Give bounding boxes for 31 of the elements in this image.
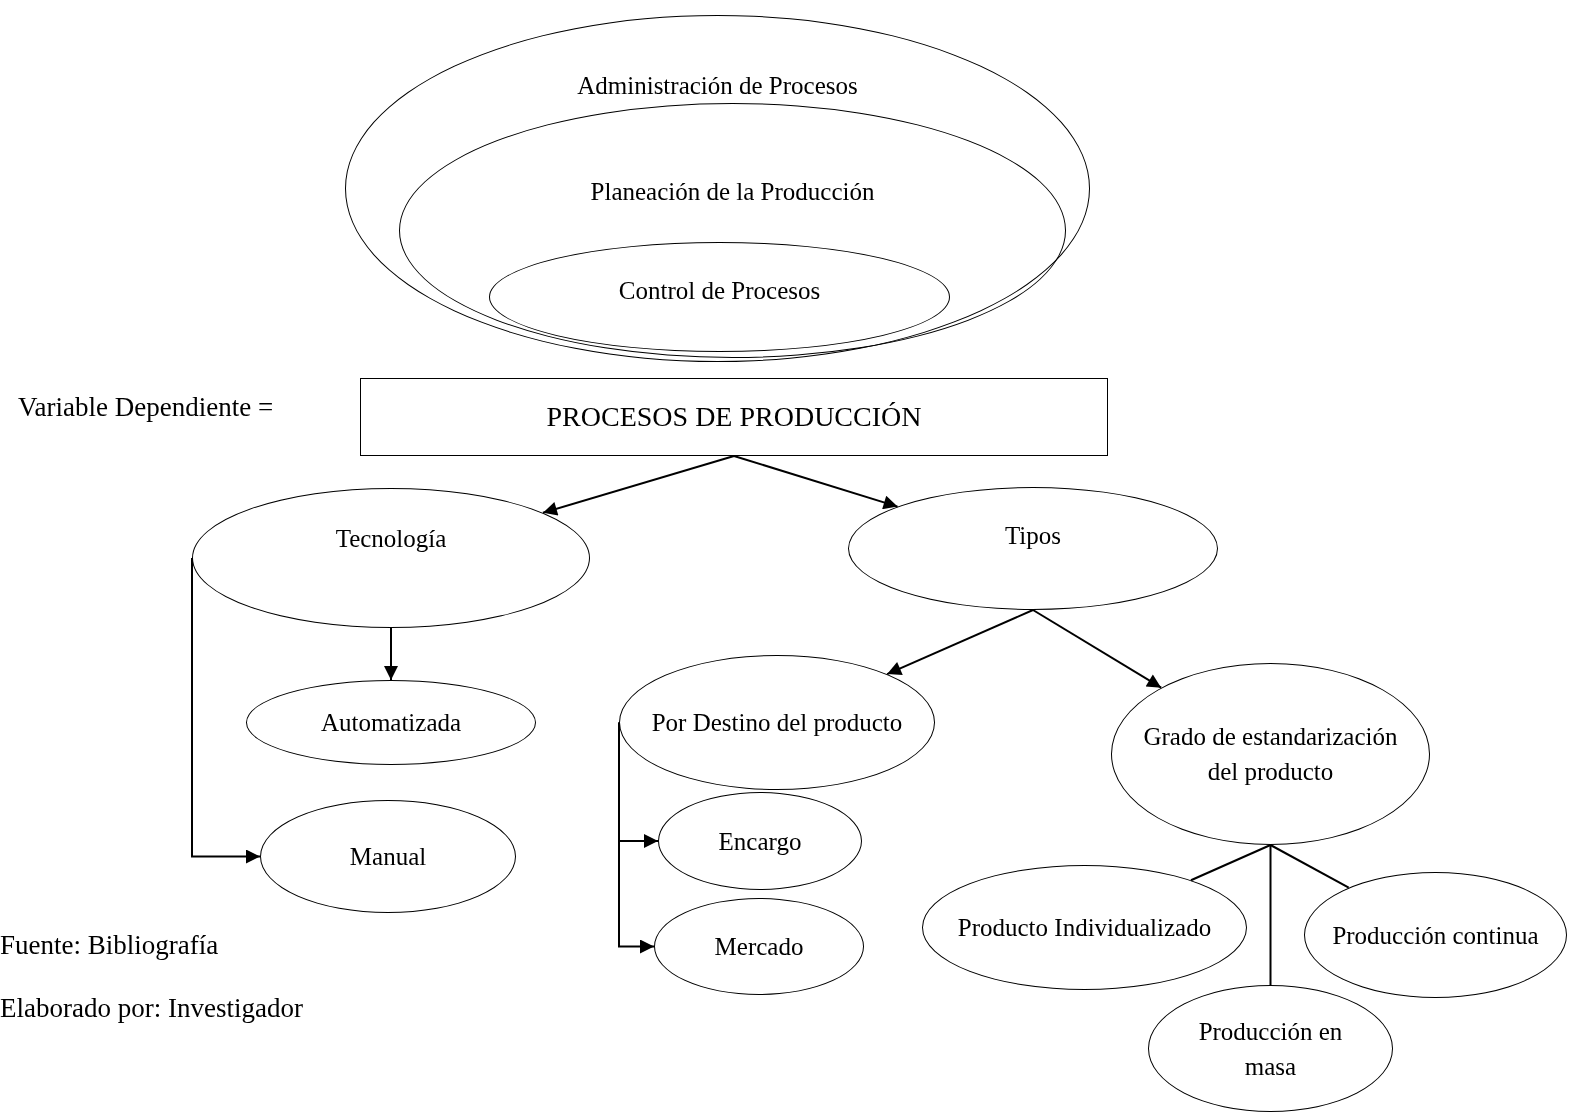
node-text: Encargo <box>718 826 802 857</box>
arrow <box>191 557 261 864</box>
arrow <box>733 455 899 510</box>
ellipse-node <box>654 898 864 995</box>
arrow <box>618 721 655 954</box>
node-text: Tecnología <box>335 524 447 554</box>
node-text: Planeación de la Producción <box>590 177 875 207</box>
node-text: Grado de estandarización del producto <box>1142 722 1399 787</box>
node-text: Control de Procesos <box>618 276 821 306</box>
ellipse-node <box>260 800 516 913</box>
ellipse-node <box>619 655 935 790</box>
node-text: PROCESOS DE PRODUCCIÓN <box>546 400 922 435</box>
node-text: Por Destino del producto <box>651 708 903 738</box>
process-box <box>360 378 1108 456</box>
ellipse-node <box>399 103 1066 358</box>
node-text: Producto Individualizado <box>957 913 1212 943</box>
node-text: Tipos <box>1004 521 1062 551</box>
arrow <box>1032 609 1163 689</box>
ellipse-node <box>345 15 1090 362</box>
note-text: Elaborado por: Investigador <box>0 993 303 1024</box>
node-text: Administración de Procesos <box>577 71 858 101</box>
node-text: Producción continua <box>1332 920 1539 951</box>
node-text: Producción en masa <box>1197 1016 1344 1082</box>
note-text: Fuente: Bibliografía <box>0 930 219 961</box>
node-text: Mercado <box>714 932 804 962</box>
node-text: Manual <box>349 842 427 872</box>
arrow <box>886 609 1034 676</box>
node-text: Automatizada <box>320 708 462 738</box>
arrow <box>541 455 735 516</box>
arrow <box>384 627 398 681</box>
note-text: Variable Dependiente = <box>18 392 274 423</box>
